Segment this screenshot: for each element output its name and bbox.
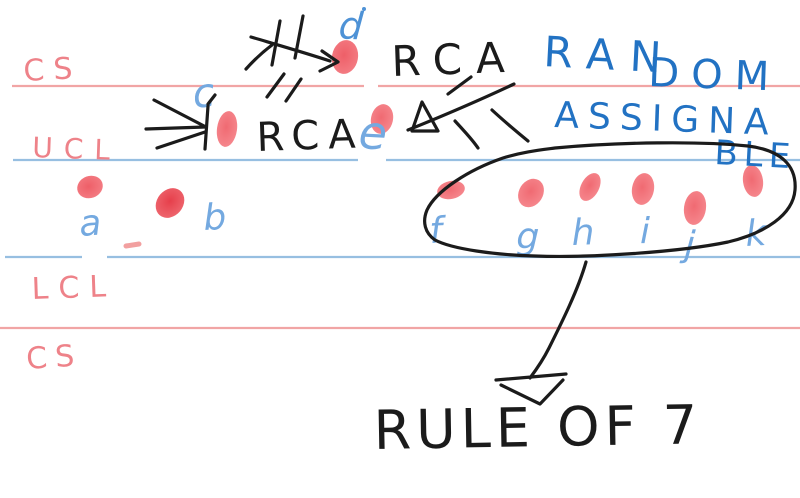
stray-red-mark [123,241,142,249]
point-label-i: i [640,211,650,252]
assignable-part1-text: ASSIGNA [554,95,779,144]
data-point-d [331,40,359,74]
fishbone-right-icon [406,75,530,150]
fishbone-upper-icon [244,14,340,103]
data-point-b [155,188,185,218]
data-point-k [742,165,764,197]
ruled-lines [0,84,800,330]
ucl-label: UCL [32,131,122,167]
data-point-c [216,111,238,147]
point-labels: a b c d e f g h i j k [78,3,770,266]
cs-upper-label: CS [23,51,83,89]
point-label-c: c [190,70,217,118]
data-point-g [518,178,544,208]
point-label-h: h [571,212,595,254]
data-point-h [579,173,601,201]
lcl-label: LCL [31,269,117,307]
random-part2-text: DOM [648,50,782,101]
data-point-f [437,180,465,200]
point-label-e: e [357,105,388,160]
point-label-g: g [516,216,540,258]
fishbone-middle-icon [144,93,217,151]
rule-arrow-icon [494,260,588,406]
rule-of-seven-label: RULE OF 7 [373,393,703,462]
random-part1-text: RAN [542,27,677,83]
point-label-j: j [678,224,696,266]
data-point-e [370,104,394,134]
rca-upper-label: RCA [391,33,520,86]
stray-ink-dot [362,7,366,11]
random-assignable-note: RAN DOM ASSIGNA BLE [542,27,797,177]
data-points [77,40,764,249]
data-point-j [683,191,707,225]
point-label-d: d [337,3,365,49]
assignable-part2-text: BLE [714,133,798,177]
rca-middle-label: RCA [256,111,366,161]
point-label-a: a [78,203,103,245]
zone-labels: CS UCL LCL CS [23,51,122,377]
cs-lower-label: CS [25,338,83,377]
data-point-a [77,175,103,199]
point-label-b: b [202,197,227,239]
data-point-i [631,173,655,205]
cluster-oval-icon [423,141,797,258]
